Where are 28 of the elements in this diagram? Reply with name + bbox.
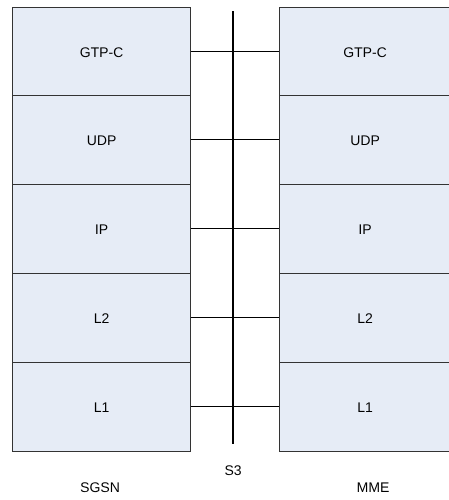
protocol-layer-box bbox=[279, 184, 449, 274]
protocol-layer-box bbox=[12, 7, 191, 97]
connection-line bbox=[190, 228, 280, 229]
layer-label: GTP-C bbox=[80, 44, 124, 60]
layer-label: L1 bbox=[94, 399, 110, 415]
connection-line bbox=[190, 51, 280, 52]
layer-label: L2 bbox=[94, 310, 110, 326]
protocol-layer-box bbox=[12, 95, 191, 185]
connection-line bbox=[190, 406, 280, 407]
interface-label: S3 bbox=[224, 462, 242, 478]
protocol-layer-box bbox=[279, 95, 449, 185]
layer-label: UDP bbox=[350, 132, 380, 148]
protocol-layer-box bbox=[12, 273, 191, 363]
protocol-layer-box bbox=[279, 273, 449, 363]
node-label: MME bbox=[356, 479, 390, 495]
layer-label: L1 bbox=[357, 399, 373, 415]
layer-label: GTP-C bbox=[343, 44, 387, 60]
protocol-layer-box bbox=[12, 184, 191, 274]
protocol-layer-box bbox=[279, 7, 449, 97]
connection-line bbox=[190, 317, 280, 318]
layer-label: IP bbox=[358, 221, 372, 237]
layer-label: IP bbox=[94, 221, 108, 237]
layer-label: UDP bbox=[86, 132, 116, 148]
layer-label: L2 bbox=[357, 310, 373, 326]
connection-line bbox=[190, 139, 280, 140]
protocol-layer-box bbox=[12, 362, 191, 452]
protocol-layer-box bbox=[279, 362, 449, 452]
node-label: SGSN bbox=[80, 479, 120, 495]
